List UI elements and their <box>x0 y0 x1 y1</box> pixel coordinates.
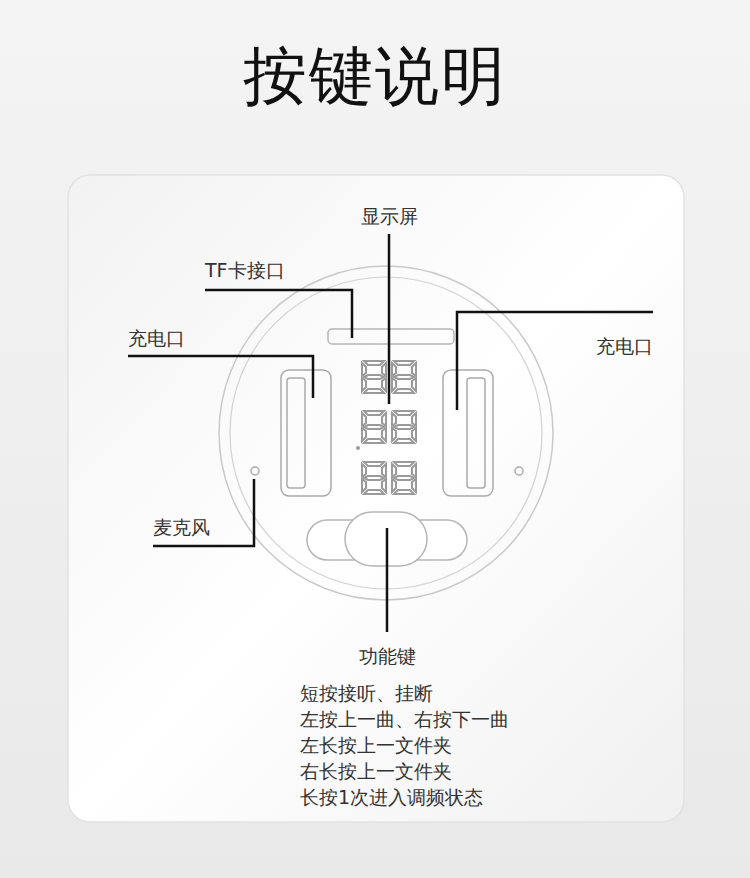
callout-label: 功能键 <box>359 644 416 668</box>
segment-display <box>356 361 416 494</box>
note-line: 左按上一曲、右按下一曲 <box>300 707 509 731</box>
leader-line <box>128 234 653 632</box>
callout-label: TF卡接口 <box>205 258 285 282</box>
page-title: 按键说明 <box>243 38 507 114</box>
mic-hole <box>251 467 523 475</box>
callout-label: 麦克风 <box>153 515 210 539</box>
note-line: 短按接听、挂断 <box>300 681 433 705</box>
tf-slot <box>328 329 454 344</box>
note-line: 右长按上一文件夹 <box>300 759 452 783</box>
callout-label: 显示屏 <box>361 204 418 228</box>
callout-label: 充电口 <box>596 334 653 358</box>
panel <box>68 175 684 822</box>
note-line: 左长按上一文件夹 <box>300 733 452 757</box>
note-line: 长按1次进入调频状态 <box>300 785 483 809</box>
callout-label: 充电口 <box>128 326 185 350</box>
